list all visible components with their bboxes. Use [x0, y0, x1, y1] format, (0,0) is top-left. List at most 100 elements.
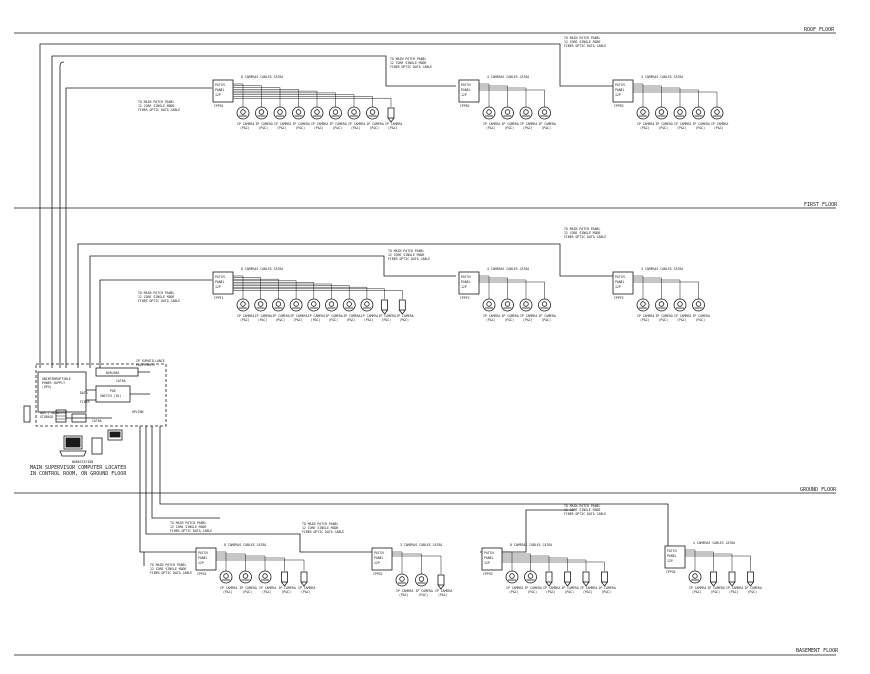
svg-text:NAS / DATA: NAS / DATA: [40, 411, 59, 415]
camera-label: (P&C): [370, 126, 380, 130]
camera-label: (P&C): [509, 590, 519, 594]
camera-label: (P&C): [714, 126, 724, 130]
camera-label: (P&C): [240, 318, 250, 322]
bullet-camera-icon: [300, 571, 308, 587]
svg-text:12 CORE SINGLE MODE: 12 CORE SINGLE MODE: [564, 508, 601, 512]
camera-label: IP CAMERA: [711, 122, 728, 126]
svg-text:EQUIPMENTS: EQUIPMENTS: [136, 363, 155, 367]
cable-note: 4 CAMERAS CABLES CAT6A: [693, 541, 735, 545]
dome-camera-icon: [289, 298, 303, 312]
camera-label: (P&C): [565, 590, 575, 594]
bullet-camera-icon: [398, 299, 406, 315]
camera-label: IP CAMERA: [240, 586, 257, 590]
cable-note: 8 CAMERAS CABLES CAT6A: [224, 543, 266, 547]
svg-text:POWER SUPPLY: POWER SUPPLY: [42, 381, 65, 385]
cable-note: 4 CAMERAS CABLES CAT6A: [641, 75, 683, 79]
patch-panel-label: PATCH: [215, 83, 225, 87]
control-room-boundary: [35, 363, 167, 427]
camera-label: (P&C): [696, 126, 706, 130]
camera-label: IP CAMERA: [298, 586, 315, 590]
patch-panel-label: 12P: [198, 561, 204, 565]
svg-text:CAT6A: CAT6A: [92, 419, 102, 423]
camera-label: (P&C): [659, 126, 669, 130]
patch-panel-label: 12P: [215, 285, 221, 289]
dome-camera-icon: [482, 298, 496, 312]
floor-label-basement: BASEMENT FLOOR: [796, 648, 839, 654]
dome-camera-icon: [538, 298, 551, 312]
riser-cables: [39, 43, 669, 566]
camera-label: (P&C): [711, 590, 721, 594]
dome-camera-icon: [271, 298, 285, 312]
camera-label: (P&C): [399, 593, 409, 597]
svg-text:12 CORE SINGLE MODE: 12 CORE SINGLE MODE: [150, 567, 187, 571]
svg-text:IN CONTROL ROOM, ON GROUND FLO: IN CONTROL ROOM, ON GROUND FLOOR: [30, 471, 127, 477]
patch-panel-label: PANEL: [198, 556, 208, 560]
svg-text:12 CORE SINGLE MODE: 12 CORE SINGLE MODE: [564, 231, 601, 235]
patch-panel-label: PATCH: [461, 275, 471, 279]
cable-note: 4 CAMERAS CABLES CAT6A: [487, 267, 529, 271]
patch-panel-label: PANEL: [667, 554, 677, 558]
dome-camera-icon: [482, 106, 496, 120]
patch-panel-label: 12P: [615, 93, 621, 97]
keyboard-icon: [59, 450, 87, 457]
camera-label: (P&C): [748, 590, 758, 594]
camera-label: IP CAMERA: [272, 314, 289, 318]
svg-text:TO MAIN PATCH PANEL: TO MAIN PATCH PANEL: [564, 36, 601, 40]
camera-label: (P&C): [399, 318, 409, 322]
camera-label: IP CAMERA: [599, 586, 616, 590]
camera-label: (P&C): [346, 318, 356, 322]
camera-label: (P&C): [640, 126, 650, 130]
camera-label: IP CAMERA: [367, 122, 384, 126]
floor-label-ground: GROUND FLOOR: [800, 487, 837, 493]
camera-label: IP CAMERA: [396, 589, 413, 593]
svg-text:SWITCH (1U): SWITCH (1U): [100, 394, 121, 398]
dome-camera-icon: [239, 570, 252, 584]
camera-label: IP CAMERA: [693, 122, 710, 126]
workstation-label: WORKSTATION: [72, 460, 93, 464]
camera-label: IP CAMERA: [539, 122, 556, 126]
patch-panel-label: PATCH: [374, 551, 384, 555]
floor-labels: ROOF FLOOR FIRST FLOOR GROUND FLOOR BASE…: [796, 27, 839, 654]
dome-camera-icon: [236, 106, 250, 120]
dome-camera-icon: [501, 106, 514, 120]
bullet-camera-icon: [564, 571, 571, 587]
svg-text:FIBER OPTIC DATA CABLE: FIBER OPTIC DATA CABLE: [150, 571, 192, 575]
patch-panel-label: PANEL: [215, 280, 225, 284]
camera-label: (P&C): [505, 126, 515, 130]
camera-label: IP CAMERA: [543, 586, 560, 590]
camera-label: (P&C): [640, 318, 650, 322]
camera-label: IP CAMERA: [506, 586, 523, 590]
dome-camera-icon: [310, 106, 324, 120]
cable-note: 8 CAMERAS CABLES CAT6A: [510, 543, 552, 547]
camera-label: IP CAMERA: [637, 314, 654, 318]
camera-label: IP CAMERA: [520, 314, 537, 318]
dome-camera-icon: [688, 570, 702, 584]
svg-text:FIBER OPTIC DATA CABLE: FIBER OPTIC DATA CABLE: [138, 299, 180, 303]
svg-text:TO MAIN PATCH PANEL: TO MAIN PATCH PANEL: [138, 100, 175, 104]
svg-text:12 CORE SINGLE MODE: 12 CORE SINGLE MODE: [302, 526, 339, 530]
camera-label: (P&C): [223, 590, 233, 594]
bullet-camera-icon: [710, 571, 717, 587]
camera-label: (P&C): [486, 126, 496, 130]
svg-text:IP SURVEILLANCE: IP SURVEILLANCE: [136, 359, 165, 363]
dome-camera-icon: [415, 573, 428, 587]
camera-label: (P&C): [528, 590, 538, 594]
dome-camera-icon: [347, 106, 361, 120]
camera-label: IP CAMERA: [520, 122, 537, 126]
patch-panel-label: 12P: [461, 93, 467, 97]
cable-note: 4 CAMERAS CABLES CAT6A: [641, 267, 683, 271]
camera-label: (P&C): [333, 126, 343, 130]
patch-panel-label: PANEL: [484, 556, 494, 560]
camera-label: (P&C): [301, 590, 311, 594]
camera-label: IP CAMERA: [656, 122, 673, 126]
camera-label: IP CAMERA: [361, 314, 378, 318]
svg-text:FIBER OPTIC DATA CABLE: FIBER OPTIC DATA CABLE: [388, 257, 430, 261]
svg-text:NVR/NAS: NVR/NAS: [106, 371, 120, 375]
control-room: UNINTERRUPTIBLE POWER SUPPLY (UPS) NVR/N…: [23, 359, 167, 477]
dome-camera-icon: [692, 298, 705, 312]
svg-text:STORAGE: STORAGE: [40, 415, 54, 419]
